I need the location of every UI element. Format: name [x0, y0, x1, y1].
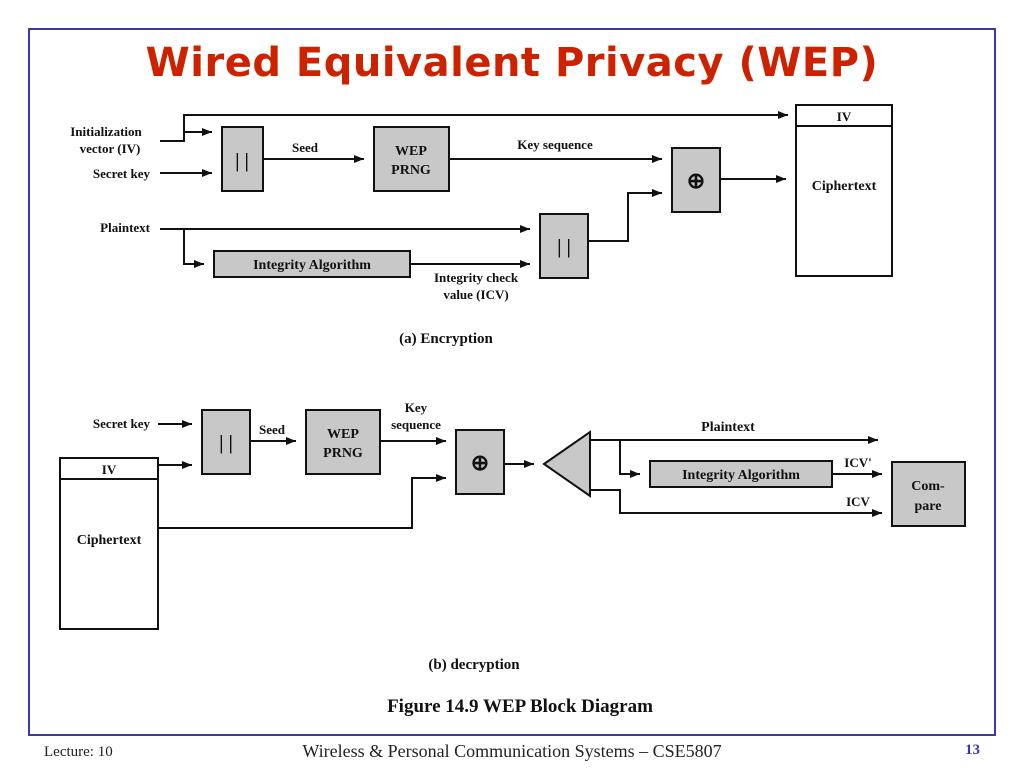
- dec-wep-prng-block: [305, 409, 381, 475]
- dec-input-ciphertext-label: Ciphertext: [77, 533, 142, 548]
- slide-title: Wired Equivalent Privacy (WEP): [145, 40, 879, 86]
- dec-key-sequence-label: Key: [405, 400, 428, 415]
- dec-wep-prng-label: WEP: [327, 427, 359, 442]
- plaintext-to-integrity-arrow: [183, 229, 204, 268]
- dec-icv-label: ICV: [846, 494, 870, 509]
- slide-frame: [28, 28, 996, 736]
- iv-input-label-2: vector (IV): [80, 141, 141, 156]
- xor-symbol: ⊕: [687, 168, 705, 193]
- integrity-algorithm-block: [213, 250, 411, 278]
- seed-label: Seed: [292, 140, 319, 155]
- iv-input-label: Initialization: [70, 124, 142, 139]
- iv-to-concat-arrow: [183, 128, 212, 141]
- dec-ciphertext-to-xor-arrow: [158, 474, 446, 529]
- xor-block: [671, 147, 721, 213]
- compare-label: Com-: [911, 479, 945, 494]
- compare-label-2: pare: [915, 499, 942, 514]
- dec-seed-label: Seed: [259, 422, 286, 437]
- dec-secret-key-label: Secret key: [93, 416, 151, 431]
- dec-to-integrity-arrow: [619, 440, 640, 478]
- icv-label-2: value (ICV): [443, 287, 508, 302]
- ciphertext-output-box: [795, 104, 893, 277]
- page-number: 13: [965, 742, 980, 758]
- footer-course: Wireless & Personal Communication System…: [302, 741, 722, 761]
- dec-concat-symbol: | |: [219, 432, 233, 454]
- encryption-diagram: Initialization vector (IV) Secret key Pl…: [70, 104, 893, 347]
- concatenation-block-2: [539, 213, 589, 279]
- dec-icv-prime-label: ICV': [844, 455, 871, 470]
- footer-lecture: Lecture: 10: [44, 744, 113, 760]
- wep-prng-block: [373, 126, 450, 192]
- dec-icv-arrow: [590, 489, 882, 517]
- plaintext-label: Plaintext: [100, 220, 150, 235]
- key-sequence-label: Key sequence: [517, 137, 593, 152]
- dec-xor-block: [455, 429, 505, 495]
- output-ciphertext-label: Ciphertext: [812, 179, 877, 194]
- dec-xor-symbol: ⊕: [471, 450, 489, 475]
- output-iv-label: IV: [837, 109, 852, 124]
- iv-bypass-arrow: [160, 111, 788, 142]
- figure-caption: Figure 14.9 WEP Block Diagram: [387, 696, 653, 717]
- wep-prng-label-2: PRNG: [391, 163, 431, 178]
- compare-block: [891, 461, 966, 527]
- dec-integrity-algorithm-label: Integrity Algorithm: [682, 468, 800, 483]
- concat-symbol-2: | |: [557, 236, 571, 258]
- concat-to-xor-arrow: [588, 189, 662, 242]
- secret-key-label: Secret key: [93, 166, 151, 181]
- icv-label: Integrity check: [434, 270, 519, 285]
- dec-wep-prng-label-2: PRNG: [323, 446, 363, 461]
- wep-prng-label: WEP: [395, 144, 427, 159]
- decryption-caption: (b) decryption: [428, 657, 520, 673]
- dec-plaintext-label: Plaintext: [701, 420, 755, 435]
- decryption-diagram: Secret key IV Ciphertext | | Seed WEP PR…: [59, 400, 966, 673]
- dec-input-iv-label: IV: [102, 462, 117, 477]
- encryption-caption: (a) Encryption: [399, 331, 493, 347]
- integrity-algorithm-label: Integrity Algorithm: [253, 258, 371, 273]
- concat-symbol: | |: [235, 150, 249, 172]
- dec-ciphertext-input-box: [59, 457, 159, 630]
- dec-splitter: [542, 430, 591, 498]
- dec-key-sequence-label-2: sequence: [391, 417, 441, 432]
